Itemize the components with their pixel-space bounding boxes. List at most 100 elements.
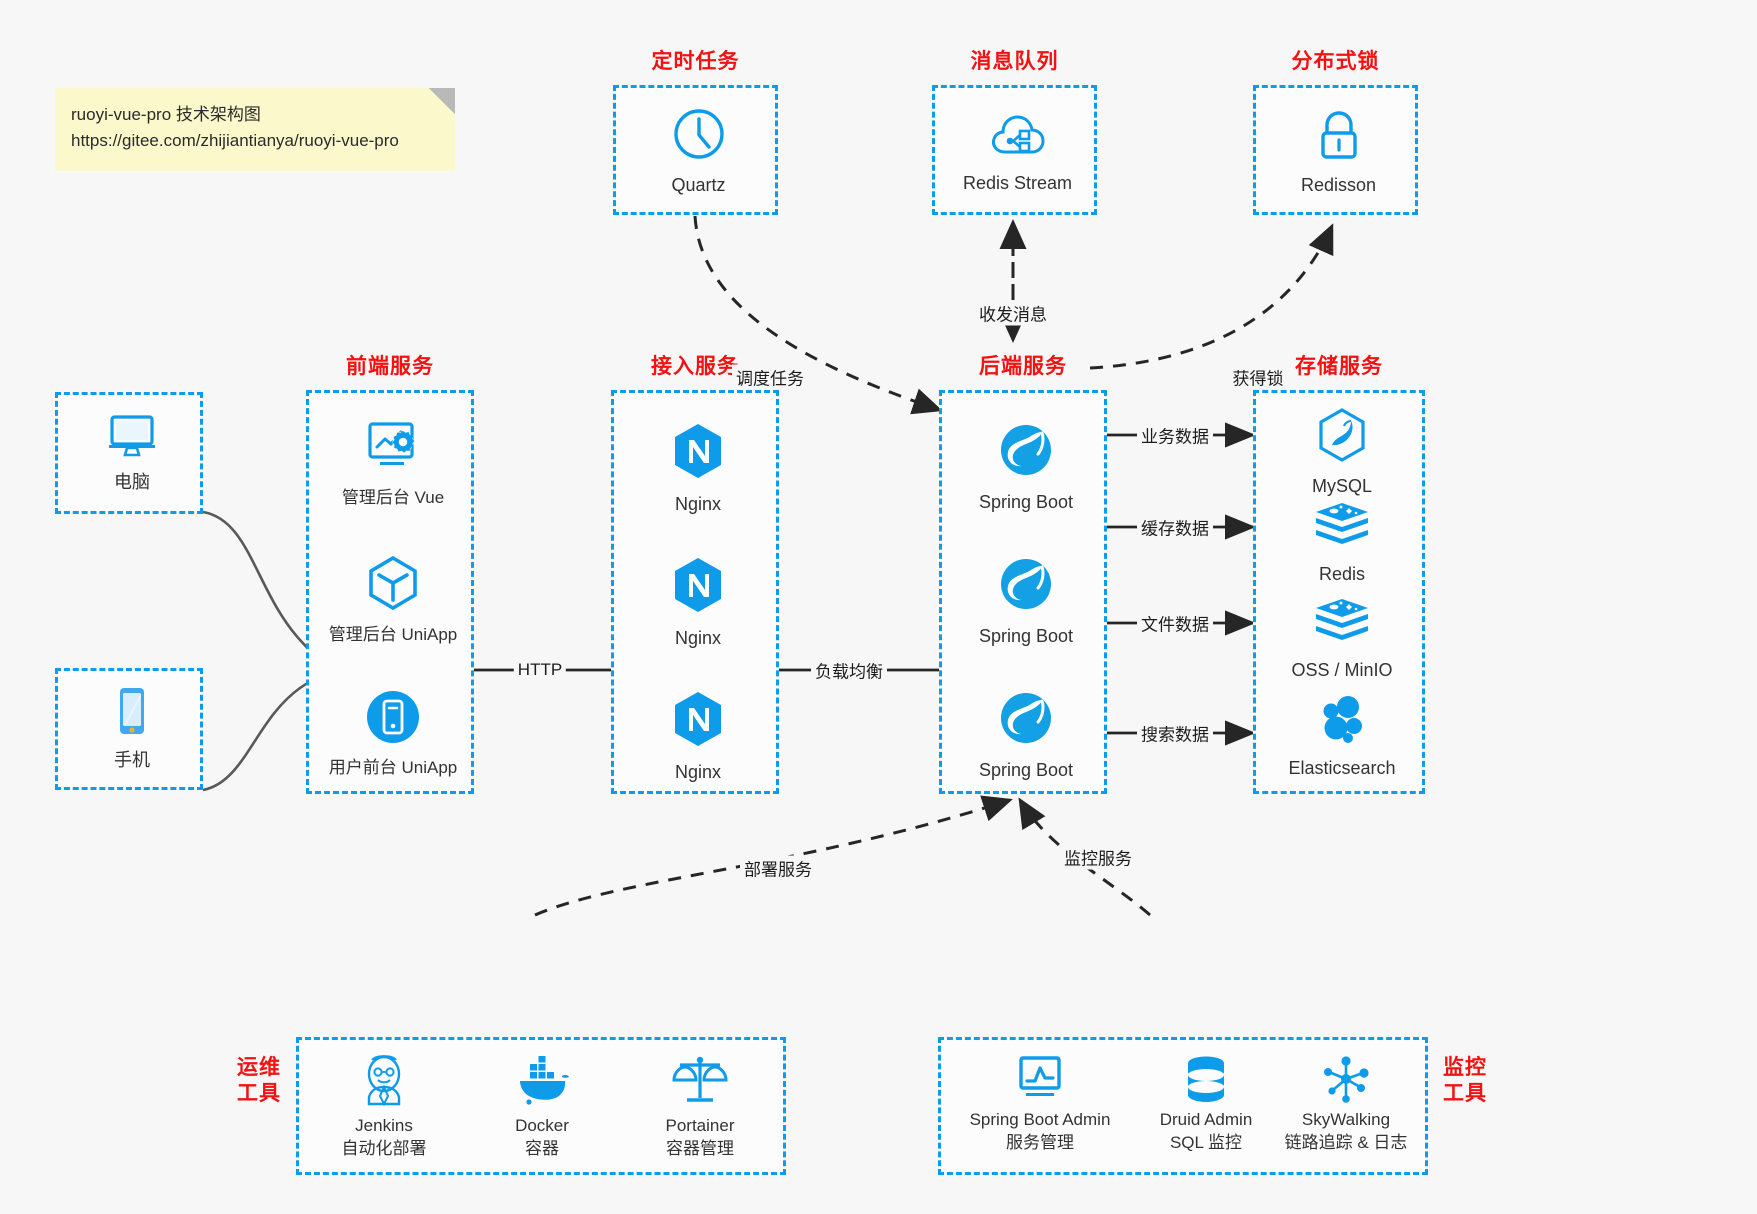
edge-label-deploy-service: 部署服务 (740, 855, 816, 881)
mobile-phone-icon (112, 685, 152, 742)
docker-whale-icon (512, 1052, 572, 1115)
edge-label-business-data: 业务数据 (1137, 422, 1213, 448)
node-label: Spring Boot (978, 760, 1074, 780)
note-line-1: ruoyi-vue-pro 技术架构图 (71, 105, 261, 124)
node-label: Quartz (671, 175, 726, 195)
node-label: Druid Admin (1159, 1110, 1253, 1129)
node-nginx-3[interactable]: Nginx (614, 689, 782, 784)
group-title-storage: 存储服务 (1295, 355, 1383, 378)
edge-label-load-balance: 负载均衡 (811, 657, 887, 683)
node-druid-admin[interactable]: Druid Admin SQL 监控 (1126, 1054, 1286, 1155)
node-quartz[interactable]: Quartz (616, 106, 781, 197)
dashboard-settings-icon (363, 419, 423, 480)
edge-label-file-data: 文件数据 (1137, 610, 1213, 636)
database-cylinder-icon (1180, 1054, 1232, 1109)
nginx-icon (670, 421, 726, 486)
elasticsearch-icon (1315, 693, 1369, 750)
group-box-gateway: Nginx Nginx Nginx (611, 390, 779, 794)
edge-label-http: HTTP (513, 660, 567, 680)
spring-leaf-icon (997, 689, 1055, 752)
node-sublabel: SQL 监控 (1169, 1132, 1243, 1152)
node-label: Docker (515, 1116, 569, 1135)
node-portainer[interactable]: Portainer 容器管理 (625, 1052, 775, 1161)
node-label: Spring Boot Admin (969, 1110, 1111, 1129)
node-sublabel: 容器 (525, 1138, 559, 1158)
group-box-scheduler: Quartz (613, 85, 778, 215)
node-elasticsearch[interactable]: Elasticsearch (1256, 693, 1428, 780)
node-label: Spring Boot (978, 492, 1074, 512)
node-label: Nginx (674, 762, 722, 782)
group-box-storage: MySQL Redis (1253, 390, 1425, 794)
node-oss-minio[interactable]: OSS / MinIO (1256, 597, 1428, 682)
node-label: 管理后台 UniApp (328, 625, 458, 644)
node-label: Portainer (665, 1116, 735, 1135)
edge-label-send-receive-message: 收发消息 (975, 300, 1051, 326)
group-title-scheduler: 定时任务 (651, 50, 740, 73)
node-label: Redis Stream (962, 173, 1073, 193)
group-box-devops: Jenkins 自动化部署 (296, 1037, 786, 1175)
group-title-frontend: 前端服务 (346, 355, 434, 378)
node-redis[interactable]: Redis (1256, 501, 1428, 586)
edge-label-cache-data: 缓存数据 (1137, 514, 1213, 540)
node-jenkins[interactable]: Jenkins 自动化部署 (309, 1052, 459, 1161)
group-box-lock: Redisson (1253, 85, 1418, 215)
group-title-monitoring-line2: 工具 (1443, 1082, 1487, 1106)
node-spring-boot-3[interactable]: Spring Boot (942, 689, 1110, 782)
edge-label-search-data: 搜索数据 (1137, 720, 1213, 746)
node-label: Redisson (1300, 175, 1377, 195)
group-title-lock: 分布式锁 (1291, 50, 1380, 73)
node-label: 电脑 (114, 472, 150, 492)
edge-label-schedule-task: 调度任务 (732, 364, 808, 390)
group-box-client-desktop: 电脑 (55, 392, 203, 514)
clock-icon (671, 106, 727, 167)
network-nodes-icon (1319, 1054, 1373, 1109)
mysql-dolphin-icon (1315, 407, 1369, 468)
node-redisson[interactable]: Redisson (1256, 108, 1421, 197)
group-title-devops-line2: 工具 (237, 1082, 281, 1106)
node-spring-boot-1[interactable]: Spring Boot (942, 421, 1110, 514)
group-box-backend: Spring Boot Spring Boot Spring Boot (939, 390, 1107, 794)
node-label: Elasticsearch (1288, 758, 1396, 778)
node-admin-uniapp[interactable]: 管理后台 UniApp (309, 554, 477, 646)
node-mysql[interactable]: MySQL (1256, 407, 1428, 498)
node-mobile[interactable]: 手机 (58, 685, 206, 772)
desktop-monitor-icon (106, 411, 158, 464)
note-line-2: https://gitee.com/zhijiantianya/ruoyi-vu… (71, 131, 399, 151)
spring-leaf-icon (997, 421, 1055, 484)
group-box-monitoring: Spring Boot Admin 服务管理 Druid Admin SQL 监… (938, 1037, 1428, 1175)
node-sublabel: 容器管理 (666, 1138, 734, 1158)
node-admin-vue[interactable]: 管理后台 Vue (309, 419, 477, 509)
node-docker[interactable]: Docker 容器 (467, 1052, 617, 1161)
phone-circle-icon (365, 689, 421, 750)
node-nginx-2[interactable]: Nginx (614, 555, 782, 650)
redis-stack-icon (1314, 597, 1370, 652)
group-title-devops: 运维 工具 (228, 1055, 290, 1108)
node-desktop[interactable]: 电脑 (58, 411, 206, 494)
node-label: 管理后台 Vue (341, 488, 445, 507)
nginx-icon (670, 555, 726, 620)
node-nginx-1[interactable]: Nginx (614, 421, 782, 516)
diagram-note: ruoyi-vue-pro 技术架构图 https://gitee.com/zh… (55, 88, 455, 171)
redis-stack-icon (1314, 501, 1370, 556)
node-sublabel: 链路追踪 & 日志 (1284, 1132, 1408, 1152)
jenkins-butler-icon (356, 1052, 412, 1115)
group-box-frontend: 管理后台 Vue 管理后台 UniApp 用户前台 UniApp (306, 390, 474, 794)
node-sublabel: 服务管理 (1006, 1132, 1074, 1152)
group-title-monitoring-line1: 监控 (1443, 1056, 1487, 1079)
cloud-stream-icon (989, 110, 1047, 165)
node-user-uniapp[interactable]: 用户前台 UniApp (309, 689, 477, 779)
monitor-chart-icon (1012, 1054, 1068, 1109)
node-redis-stream[interactable]: Redis Stream (935, 110, 1100, 195)
node-spring-boot-admin[interactable]: Spring Boot Admin 服务管理 (945, 1054, 1135, 1155)
padlock-icon (1312, 108, 1366, 167)
node-label: MySQL (1311, 476, 1372, 496)
cube-hexagon-icon (365, 554, 421, 617)
node-sublabel: 自动化部署 (341, 1138, 427, 1158)
group-title-backend: 后端服务 (979, 355, 1067, 378)
group-title-mq: 消息队列 (970, 50, 1059, 73)
node-spring-boot-2[interactable]: Spring Boot (942, 555, 1110, 648)
node-label: Nginx (674, 628, 722, 648)
node-skywalking[interactable]: SkyWalking 链路追踪 & 日志 (1261, 1054, 1431, 1155)
